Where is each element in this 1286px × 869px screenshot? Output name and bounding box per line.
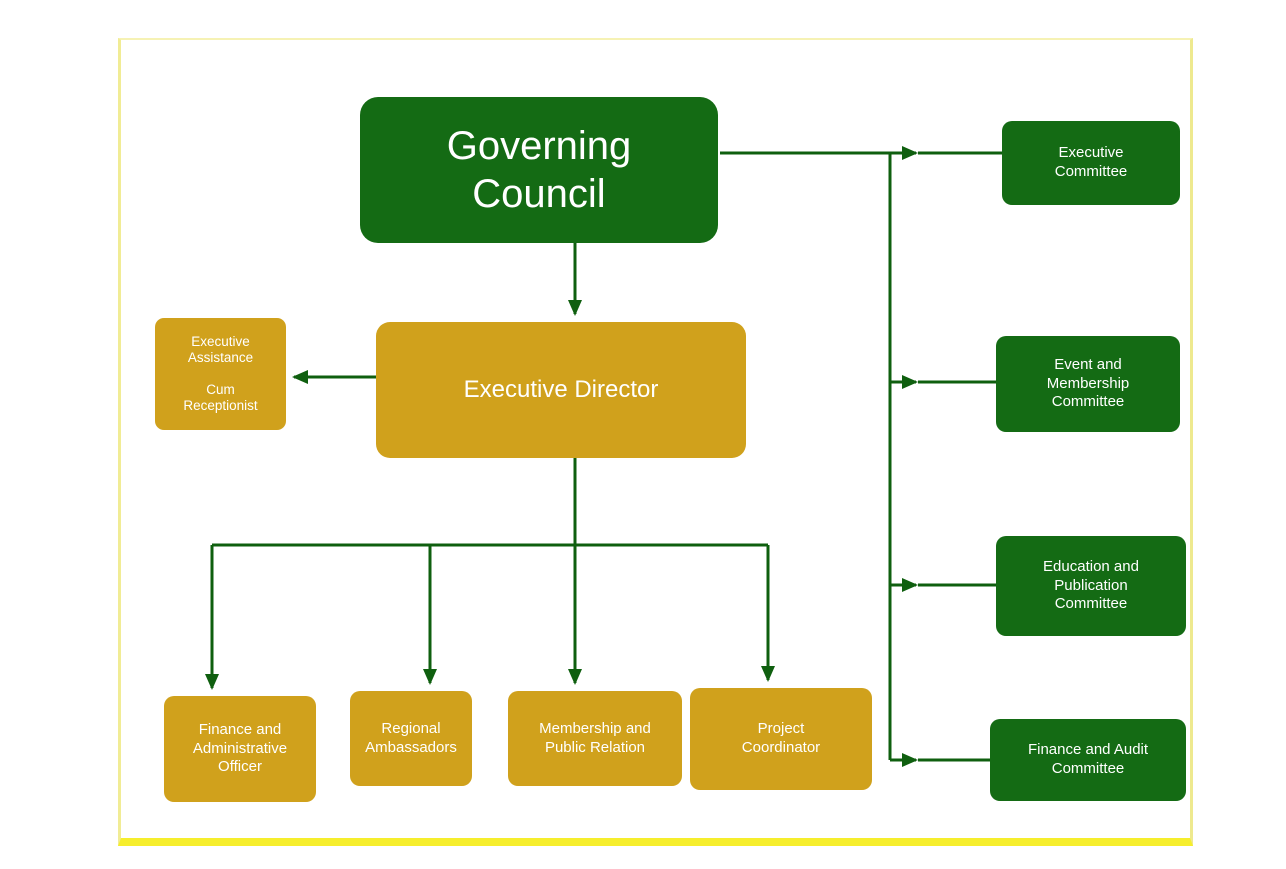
- node-education-and-publication-committee: Education and Publication Committee: [996, 536, 1186, 636]
- node-executive-committee: Executive Committee: [1002, 121, 1180, 205]
- node-finance-and-audit-committee: Finance and Audit Committee: [990, 719, 1186, 801]
- node-event-and-membership-committee: Event and Membership Committee: [996, 336, 1180, 432]
- node-governing-council: Governing Council: [360, 97, 718, 243]
- node-membership-and-public-relation: Membership and Public Relation: [508, 691, 682, 786]
- node-finance-and-administrative-officer: Finance and Administrative Officer: [164, 696, 316, 802]
- node-project-coordinator: Project Coordinator: [690, 688, 872, 790]
- node-executive-assistance-cum-receptionist: Executive Assistance Cum Receptionist: [155, 318, 286, 430]
- node-executive-director: Executive Director: [376, 322, 746, 458]
- node-regional-ambassadors: Regional Ambassadors: [350, 691, 472, 786]
